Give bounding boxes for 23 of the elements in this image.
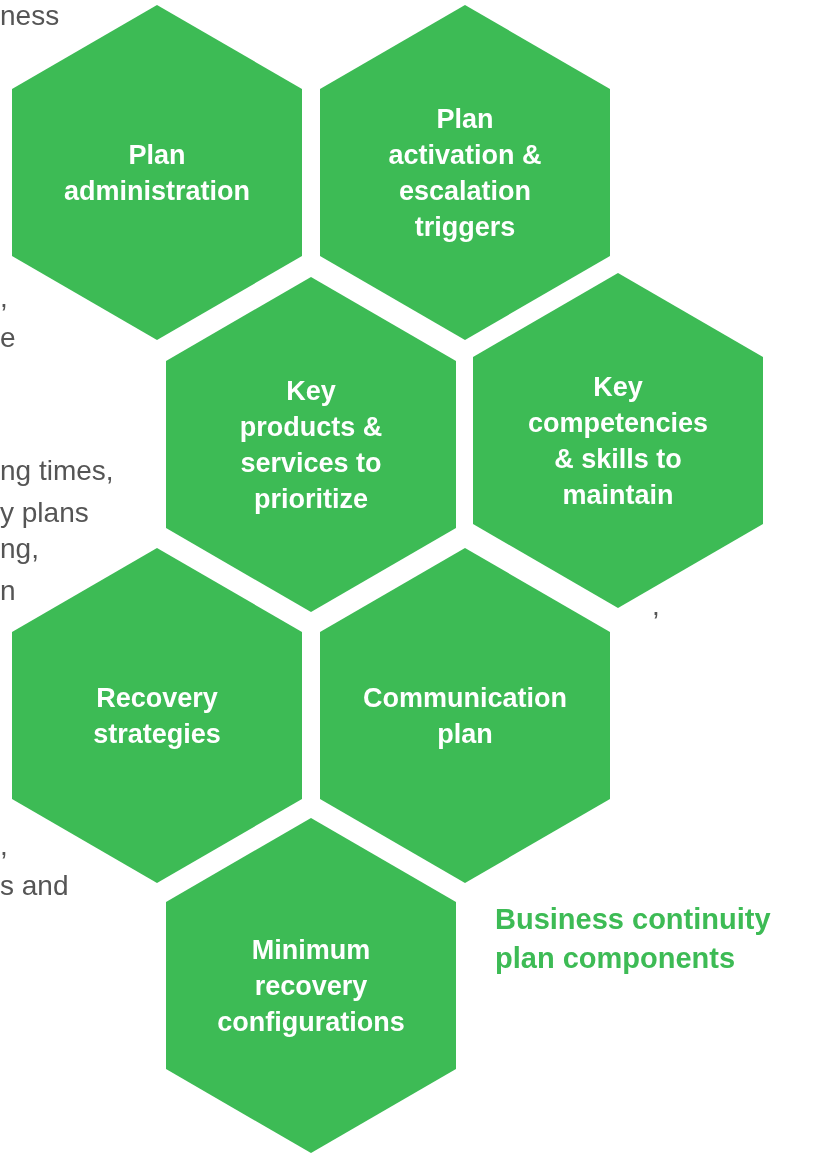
tile-label: Communication plan <box>362 681 568 751</box>
tile-label: Key competencies & skills to maintain <box>526 370 710 512</box>
title: Business continuity plan components <box>495 902 772 976</box>
hexagon-tile <box>473 273 763 608</box>
hexagon-tile <box>320 5 610 340</box>
text-fragment: ng, <box>0 533 39 565</box>
text-fragment: , <box>0 282 8 314</box>
text-fragment: e <box>0 322 16 354</box>
hexagon-tile <box>320 548 610 883</box>
tile-label: Plan activation & escalation triggers <box>387 102 543 244</box>
text-fragment: ness <box>0 0 60 32</box>
tile-label: Key products & services to prioritize <box>238 374 384 516</box>
text-fragment: , <box>0 830 8 862</box>
hexagon-tile <box>166 277 456 612</box>
hexagon-tile <box>166 818 456 1153</box>
text-fragment: ng times, <box>0 455 114 487</box>
text-fragment: s and <box>0 870 69 902</box>
tile-label: Plan administration <box>63 138 251 208</box>
text-fragment: y plans <box>0 497 89 529</box>
tile-label: Minimum recovery configurations <box>216 933 406 1039</box>
text-fragment: , <box>652 590 660 622</box>
tile-label: Recovery strategies <box>92 681 222 751</box>
text-fragment: n <box>0 575 16 607</box>
